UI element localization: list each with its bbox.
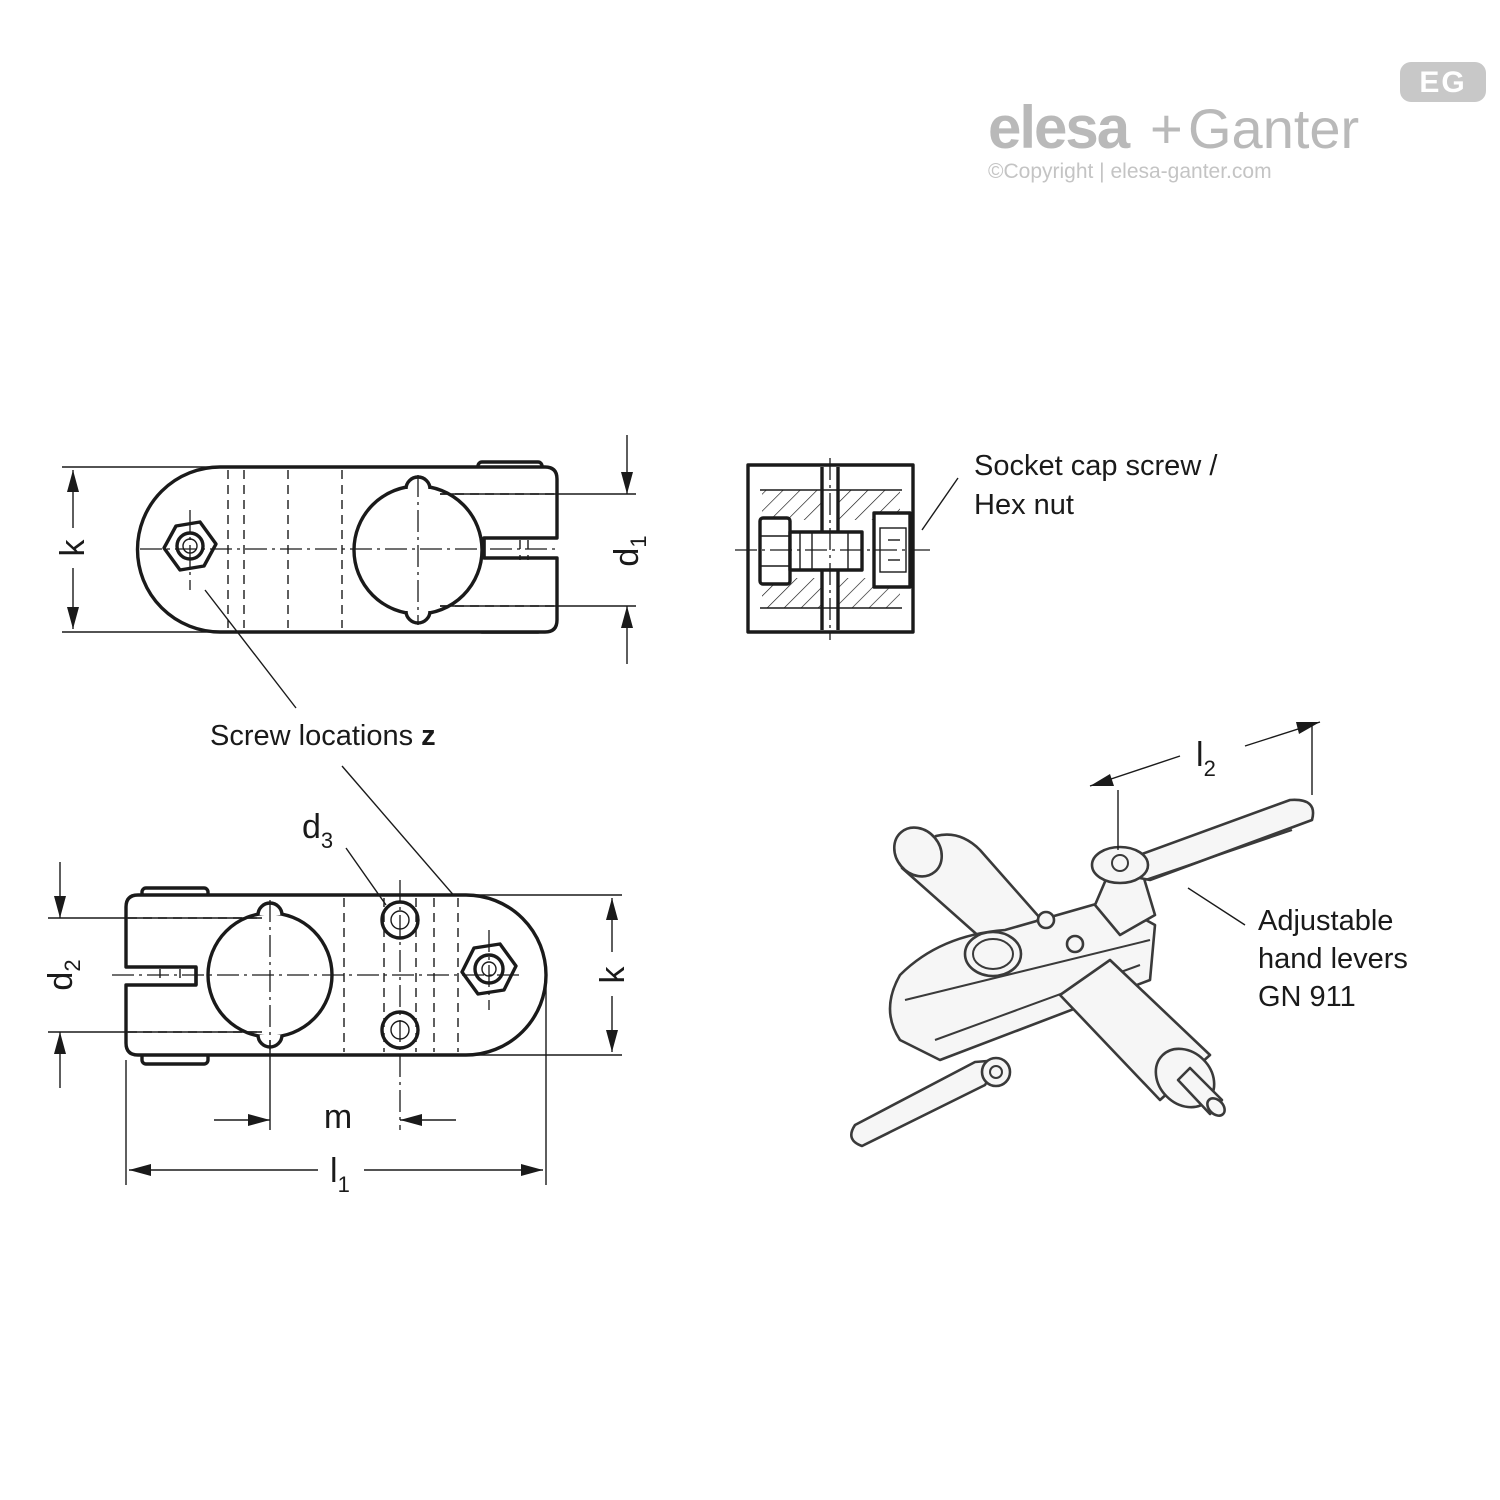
bottom-view-clamp [112,880,548,1130]
label-adjustable: Adjustable [1258,905,1393,937]
callout-hand-levers: Adjustable hand levers GN 911 [1187,887,1408,1013]
label-hex-nut: Hex nut [974,489,1074,521]
dim-m: m [214,1040,456,1136]
brand-wordmark-ganter: Ganter [1188,97,1359,160]
isometric-view [850,798,1315,1148]
brand-logo: EG elesa + Ganter ©Copyright | elesa-gan… [988,62,1486,183]
dim-label-l2: l2 [1196,736,1216,781]
brand-wordmark-elesa: elesa [988,94,1131,161]
dim-l2: l2 [1089,721,1321,850]
brand-wordmark-plus: + [1150,97,1183,160]
dim-label-k-top: k [54,539,92,557]
dim-k-bottom: k [466,894,632,1056]
dim-d2: d2 [42,862,262,1088]
top-view-clamp [135,460,560,634]
section-view [735,458,930,640]
callout-socket-screw: Socket cap screw / Hex nut [921,450,1218,531]
label-gn-911: GN 911 [1258,981,1356,1013]
dim-label-k-bottom: k [594,966,632,984]
label-hand-levers: hand levers [1258,943,1408,975]
brand-badge-text: EG [1419,66,1466,99]
dim-d1: d1 [440,435,651,664]
dim-d3: d3 [302,808,387,906]
dim-l1: l1 [125,980,547,1197]
dim-label-d2: d2 [42,959,85,990]
dim-label-d3: d3 [302,808,333,853]
label-socket-cap-screw: Socket cap screw / [974,450,1218,482]
dim-label-m: m [324,1098,352,1136]
dim-label-d1: d1 [608,535,651,566]
brand-badge-frame [1400,62,1486,102]
dim-k-top: k [54,466,220,633]
dim-label-l1: l1 [330,1152,350,1197]
brand-copyright: ©Copyright | elesa-ganter.com [988,160,1272,183]
